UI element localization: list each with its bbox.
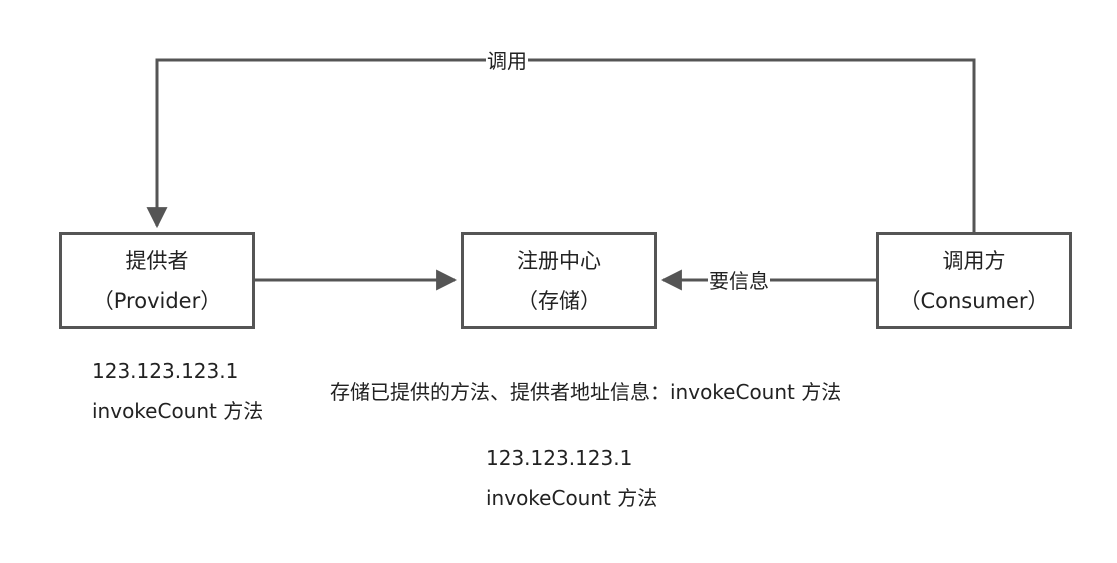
call-arrow bbox=[146, 58, 976, 232]
registry-note: 存储已提供的方法、提供者地址信息：invokeCount 方法 bbox=[330, 372, 841, 412]
provider-note-method: invokeCount 方法 bbox=[92, 399, 264, 423]
provider-note-address: 123.123.123.1 bbox=[92, 359, 239, 383]
provider-node: 提供者 （Provider） bbox=[59, 232, 255, 329]
request-info-edge-label: 要信息 bbox=[708, 269, 770, 293]
registry-sample-note: 123.123.123.1 invokeCount 方法 bbox=[486, 438, 657, 518]
sample-note-address: 123.123.123.1 bbox=[486, 446, 633, 470]
consumer-title: 调用方 bbox=[942, 248, 1006, 273]
call-edge-label: 调用 bbox=[486, 49, 528, 73]
provider-title: 提供者 bbox=[125, 248, 189, 273]
provider-subtitle: （Provider） bbox=[92, 288, 222, 313]
registry-title: 注册中心 bbox=[517, 248, 601, 273]
registry-subtitle: （存储） bbox=[517, 288, 601, 313]
consumer-node: 调用方 （Consumer） bbox=[876, 232, 1072, 329]
registry-node: 注册中心 （存储） bbox=[461, 232, 657, 329]
provider-note: 123.123.123.1 invokeCount 方法 bbox=[92, 351, 263, 431]
consumer-subtitle: （Consumer） bbox=[899, 288, 1049, 313]
sample-note-method: invokeCount 方法 bbox=[486, 486, 658, 510]
registry-note-text: 存储已提供的方法、提供者地址信息：invokeCount 方法 bbox=[330, 380, 842, 404]
